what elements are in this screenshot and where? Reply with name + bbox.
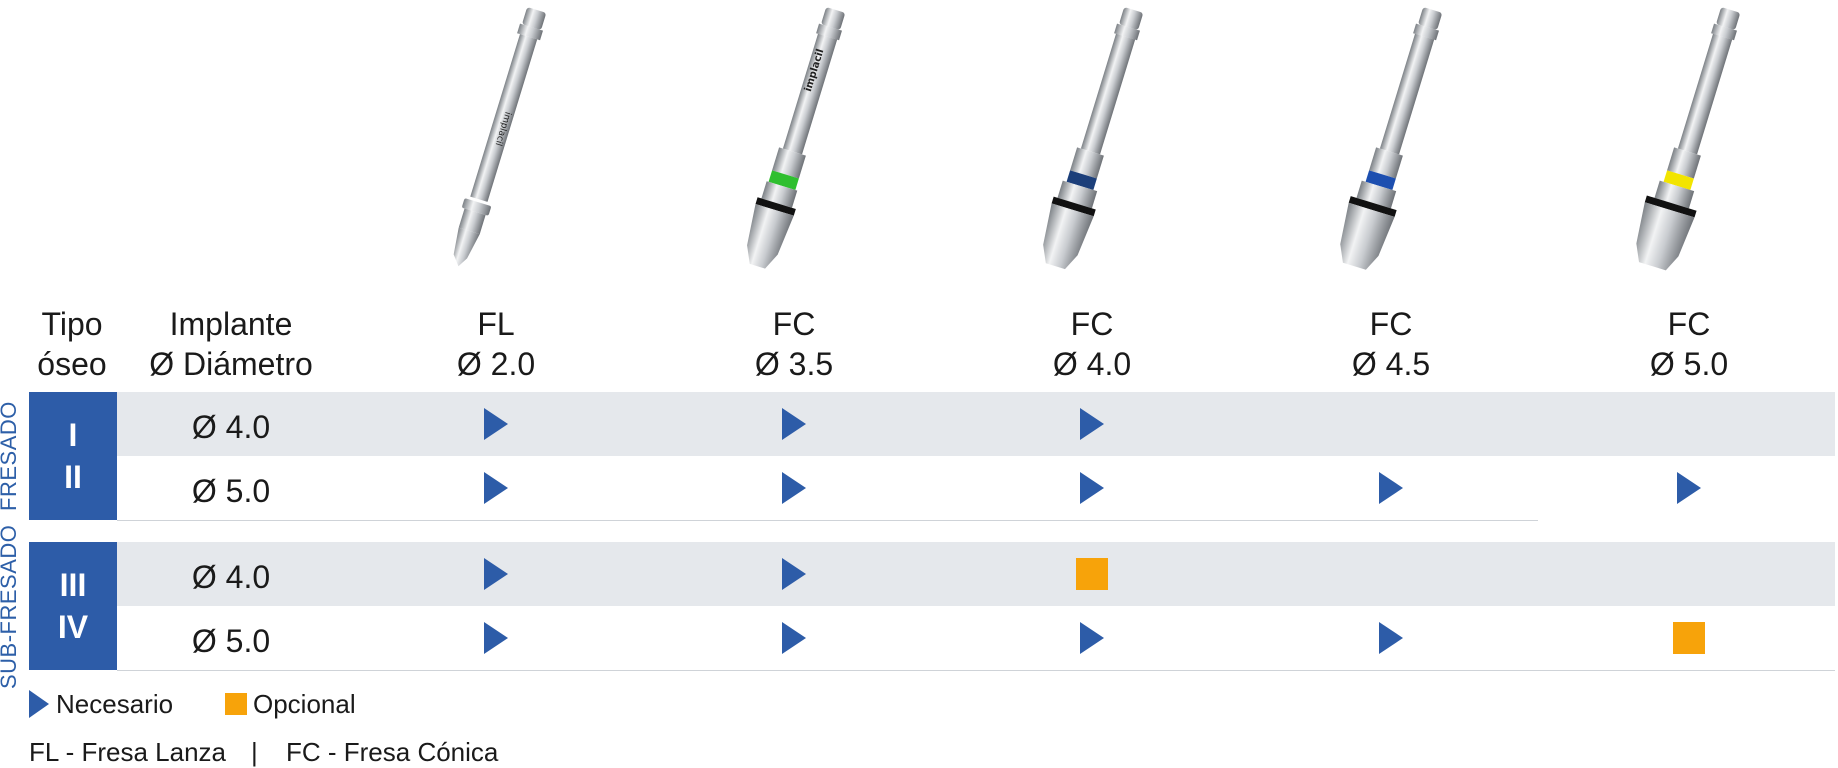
bone-type-block-1: I II (29, 392, 117, 520)
col-3-type: FC (1070, 306, 1114, 342)
marker-necesario-g1-r2-c5 (1677, 472, 1701, 504)
drill-image-fc-5-0 (1611, 0, 1771, 285)
header-col-3: FC Ø 4.0 (992, 304, 1192, 384)
marker-necesario-g1-r2-c2 (782, 472, 806, 504)
abbrev-separator: | (251, 737, 258, 767)
marker-necesario-g2-r2-c4 (1379, 622, 1403, 654)
header-implante: Implante Ø Diámetro (131, 304, 331, 384)
legend-necesario-marker (29, 690, 49, 718)
marker-necesario-g1-r2-c4 (1379, 472, 1403, 504)
header-tipo-line1: Tipo (41, 306, 103, 342)
side-label-sub-fresado: SUB-FRESADO (0, 524, 21, 689)
header-implante-line1: Implante (169, 306, 293, 342)
row-divider-g2 (117, 670, 1835, 671)
header-col-1: FL Ø 2.0 (396, 304, 596, 384)
col-3-diameter: Ø 4.0 (1052, 346, 1132, 382)
marker-opcional-g2-r1-c3 (1076, 558, 1108, 590)
col-5-diameter: Ø 5.0 (1649, 346, 1729, 382)
legend-opcional-label: Opcional (253, 689, 356, 719)
col-2-diameter: Ø 3.5 (754, 346, 834, 382)
marker-necesario-g2-r2-c2 (782, 622, 806, 654)
header-col-5: FC Ø 5.0 (1589, 304, 1789, 384)
header-col-4: FC Ø 4.5 (1291, 304, 1491, 384)
drill-image-fc-4-5 (1313, 0, 1473, 285)
marker-necesario-g2-r2-c1 (484, 622, 508, 654)
legend-necesario-label: Necesario (56, 689, 174, 719)
abbrev-fresa-lanza: FL - Fresa Lanza (29, 737, 227, 767)
header-implante-line2: Ø Diámetro (149, 346, 313, 382)
drill-image-fc-4-0 (1014, 0, 1174, 285)
drill-image-fc-3-5: implacil (716, 0, 876, 285)
row-divider-g1 (117, 520, 1538, 521)
col-5-type: FC (1667, 306, 1711, 342)
bone-type-III: III (59, 567, 87, 603)
marker-opcional-g2-r2-c5 (1673, 622, 1705, 654)
legend-opcional-marker (225, 693, 247, 715)
marker-necesario-g2-r1-c1 (484, 558, 508, 590)
bone-type-I: I (68, 417, 78, 453)
bone-type-IV: IV (57, 609, 89, 645)
implant-g1-r1: Ø 4.0 (191, 409, 271, 445)
marker-necesario-g1-r1-c1 (484, 408, 508, 440)
header-tipo-oseo: Tipo óseo (22, 304, 122, 384)
header-tipo-line2: óseo (37, 346, 107, 382)
marker-necesario-g1-r1-c2 (782, 408, 806, 440)
marker-necesario-g2-r2-c3 (1080, 622, 1104, 654)
marker-necesario-g1-r2-c3 (1080, 472, 1104, 504)
implant-g2-r2: Ø 5.0 (191, 623, 271, 659)
col-1-type: FL (477, 306, 515, 342)
col-4-diameter: Ø 4.5 (1351, 346, 1431, 382)
abbrev-fresa-conica: FC - Fresa Cónica (286, 737, 499, 767)
header-col-2: FC Ø 3.5 (694, 304, 894, 384)
implant-g2-r1: Ø 4.0 (191, 559, 271, 595)
marker-necesario-g1-r1-c3 (1080, 408, 1104, 440)
bone-type-II: II (64, 459, 82, 495)
col-4-type: FC (1369, 306, 1413, 342)
col-2-type: FC (772, 306, 816, 342)
implant-g1-r2: Ø 5.0 (191, 473, 271, 509)
bone-type-block-2: III IV (29, 542, 117, 670)
row-shade-g2-r1 (117, 542, 1835, 606)
side-label-fresado: FRESADO (0, 401, 21, 511)
marker-necesario-g1-r2-c1 (484, 472, 508, 504)
marker-necesario-g2-r1-c2 (782, 558, 806, 590)
row-shade-g1-r1 (117, 392, 1835, 456)
col-1-diameter: Ø 2.0 (456, 346, 536, 382)
drill-image-fl-2-0: implacil (417, 0, 577, 285)
